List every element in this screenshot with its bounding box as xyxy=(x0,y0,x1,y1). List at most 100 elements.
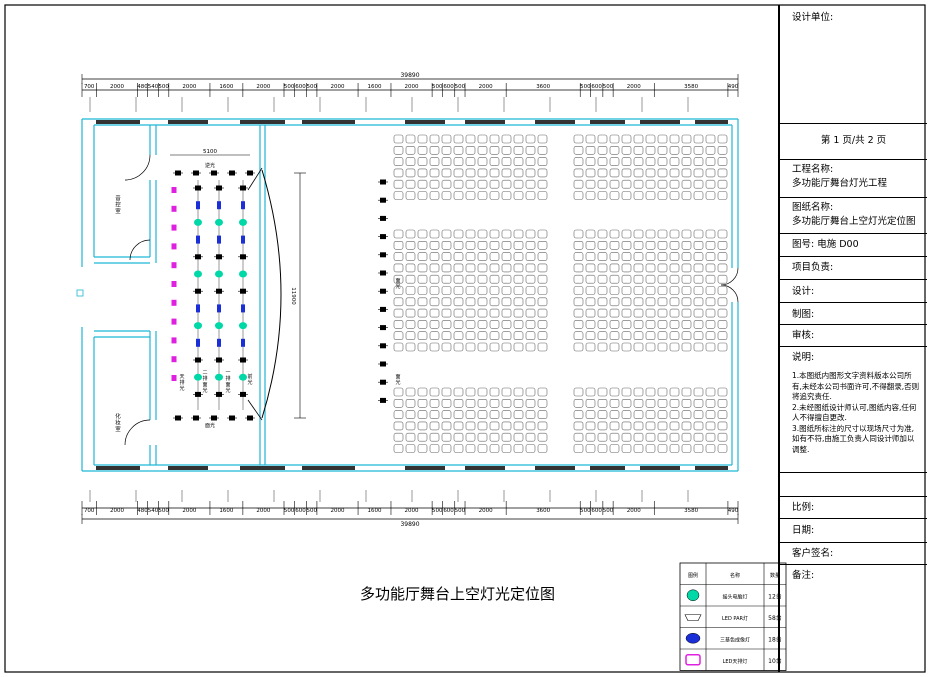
audience-seat xyxy=(585,146,596,155)
window-band-bottom xyxy=(465,466,505,470)
audience-seat xyxy=(633,320,644,329)
audience-seat xyxy=(441,134,452,144)
audience-seat xyxy=(477,274,488,284)
audience-seat xyxy=(513,168,524,178)
audience-seat xyxy=(489,134,500,144)
audience-seat xyxy=(693,387,704,397)
audience-seat xyxy=(693,410,704,419)
audience-seat xyxy=(633,331,644,341)
audience-seat xyxy=(681,398,692,408)
audience-seat xyxy=(621,432,632,442)
audience-seat xyxy=(681,410,692,419)
led-flood-fixture xyxy=(171,262,177,269)
face-light-label-lower: 面 xyxy=(395,374,400,380)
audience-seat xyxy=(465,146,476,155)
window-band-bottom xyxy=(168,466,208,470)
audience-seat xyxy=(393,308,404,318)
audience-seat xyxy=(585,157,596,166)
profile-spot-icon xyxy=(685,633,701,644)
audience-seat xyxy=(393,179,404,189)
audience-seat xyxy=(585,179,596,189)
audience-seat xyxy=(525,320,536,329)
audience-seat xyxy=(585,286,596,295)
audience-seat xyxy=(501,168,512,178)
audience-seat xyxy=(525,263,536,273)
audience-seat xyxy=(441,387,452,397)
audience-seat xyxy=(501,308,512,318)
audience-seat xyxy=(573,168,584,178)
moving-head-fixture xyxy=(194,322,202,330)
audience-seat xyxy=(705,179,716,189)
audience-seat xyxy=(609,320,620,329)
audience-seat xyxy=(537,308,548,318)
audience-seat xyxy=(609,444,620,453)
audience-seat xyxy=(405,263,416,273)
bottom-dim-label: 2000 xyxy=(627,508,641,514)
bottom-dim-label: 500 xyxy=(432,508,443,514)
audience-seat xyxy=(597,410,608,419)
audience-seat xyxy=(633,168,644,178)
audience-seat xyxy=(681,157,692,166)
profile-spot-fixture xyxy=(241,304,245,313)
audience-seat xyxy=(429,421,440,431)
audience-seat xyxy=(609,297,620,307)
audience-seat xyxy=(657,229,668,239)
audience-seat xyxy=(705,134,716,144)
audience-seat xyxy=(417,297,428,307)
audience-seat xyxy=(417,286,428,295)
audience-seat xyxy=(393,168,404,178)
top-dim-label: 2000 xyxy=(627,84,641,90)
legend-item-qty: 10台 xyxy=(768,657,782,665)
top-dim-label: 600 xyxy=(295,84,306,90)
audience-seat xyxy=(573,387,584,397)
audience-seat xyxy=(657,134,668,144)
audience-seat xyxy=(645,252,656,261)
pipe-label-col3: 排 xyxy=(225,375,230,382)
audience-seat xyxy=(417,331,428,341)
audience-seat xyxy=(513,146,524,155)
audience-seat xyxy=(429,444,440,453)
top-dim-label: 490 xyxy=(728,84,739,90)
audience-seat xyxy=(489,297,500,307)
pipe-label-col2: 光 xyxy=(202,387,207,394)
reviewer: 审核: xyxy=(780,324,927,346)
audience-seat xyxy=(573,229,584,239)
audience-seat xyxy=(657,274,668,284)
bottom-dim-label: 3580 xyxy=(684,508,698,514)
audience-seat xyxy=(489,342,500,352)
audience-seat xyxy=(657,263,668,273)
audience-seat xyxy=(681,342,692,352)
audience-seat xyxy=(429,432,440,442)
door-arc xyxy=(124,154,151,181)
led-flood-fixture xyxy=(171,337,177,344)
audience-seat xyxy=(453,432,464,442)
audience-seat xyxy=(597,297,608,307)
entrance-marker xyxy=(76,289,84,297)
audience-seat xyxy=(633,297,644,307)
audience-seat xyxy=(705,331,716,341)
audience-seat xyxy=(669,320,680,329)
legend-item-name: 三基色成像灯 xyxy=(720,637,750,644)
audience-seat xyxy=(525,444,536,453)
audience-seat xyxy=(429,168,440,178)
remarks: 备注: xyxy=(780,564,927,672)
audience-seat xyxy=(621,286,632,295)
audience-seat xyxy=(717,274,728,284)
top-dim-label: 500 xyxy=(284,84,295,90)
audience-seat xyxy=(669,331,680,341)
window-band-top xyxy=(96,120,140,124)
audience-seat xyxy=(681,331,692,341)
audience-seat xyxy=(537,432,548,442)
audience-seat xyxy=(681,286,692,295)
audience-seat xyxy=(717,331,728,341)
pipe-label-col2: 排 xyxy=(202,375,207,382)
curtain-line xyxy=(247,167,263,191)
profile-spot-fixture xyxy=(217,235,221,244)
audience-seat xyxy=(441,241,452,250)
audience-seat xyxy=(453,297,464,307)
audience-seat xyxy=(501,252,512,261)
audience-seat xyxy=(453,252,464,261)
audience-seat xyxy=(393,157,404,166)
audience-seat xyxy=(537,146,548,155)
